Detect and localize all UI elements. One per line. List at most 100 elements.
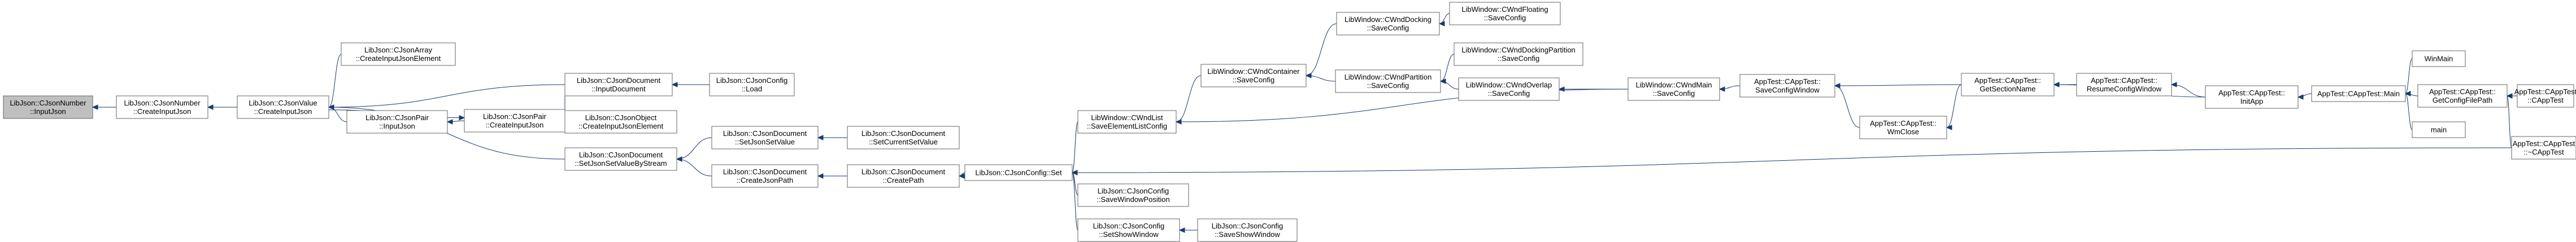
call-edge: [1305, 73, 1336, 82]
node-box: [1628, 77, 1720, 101]
node-box: [1335, 69, 1441, 93]
node-label-line: LibWindow::CWndOverlap: [1466, 81, 1552, 89]
node-label-line: LibJson::CJsonObject: [585, 113, 657, 122]
node-label-line: LibJson::CJsonDocument: [861, 129, 946, 138]
call-edge: [2506, 93, 2513, 148]
node-label-line: ::SetShowWindow: [1099, 230, 1159, 239]
node-label-line: ::CreatePath: [883, 176, 924, 184]
node-label-line: LibJson::CJsonValue: [249, 99, 317, 107]
arrowhead: [207, 104, 214, 110]
function-node-libjson-cjsonpair-createinputjson[interactable]: LibJson::CJsonPair::CreateInputJson: [464, 109, 565, 133]
function-node-apptest-capptest-capptest[interactable]: AppTest::CAppTest::CAppTest: [2514, 84, 2576, 108]
function-node-libjson-cjsondocument-createjsonpath[interactable]: LibJson::CJsonDocument::CreateJsonPath: [711, 164, 819, 188]
call-edge: [1175, 89, 1629, 125]
arrowhead: [817, 173, 824, 179]
function-node-libwindow-cwnddocking-saveconfig[interactable]: LibWindow::CWndDocking::SaveConfig: [1336, 12, 1440, 36]
function-node-libjson-cjsonobject-createinputjsonelement[interactable]: LibJson::CJsonObject::CreateInputJsonEle…: [564, 110, 677, 134]
call-edge: [1175, 75, 1202, 125]
node-label-line: AppTest::CAppTest::Main: [2317, 90, 2400, 98]
call-edge: [1834, 83, 1860, 128]
function-node-apptest-capptest-main[interactable]: AppTest::CAppTest::Main: [2311, 85, 2406, 102]
arrowhead: [328, 104, 334, 110]
function-node-libwindow-cwndoverlap-saveconfig[interactable]: LibWindow::CWndOverlap::SaveConfig: [1458, 77, 1560, 101]
edge-line: [1072, 172, 1078, 231]
function-node-libwindow-cwndmain-saveconfig[interactable]: LibWindow::CWndMain::SaveConfig: [1628, 77, 1720, 101]
node-box: [2417, 84, 2508, 108]
call-edge: [328, 84, 565, 110]
call-edge: [671, 82, 710, 87]
node-label-line: ::SaveConfig: [1653, 89, 1695, 98]
edge-line: [1176, 89, 1629, 122]
node-box: [564, 73, 673, 96]
function-node-libjson-cjsondocument-setcurrentsetvalue[interactable]: LibJson::CJsonDocument::SetCurrentSetVal…: [847, 126, 960, 149]
node-label-line: AppTest::CAppTest::: [1974, 76, 2041, 85]
function-node-libjson-cjsonconfig-set[interactable]: LibJson::CJsonConfig::Set: [964, 164, 1073, 181]
function-node-apptest-capptest-capptest[interactable]: AppTest::CAppTest::~CAppTest: [2511, 136, 2576, 160]
function-node-libjson-cjsonconfig-load[interactable]: LibJson::CJsonConfig::Load: [709, 73, 795, 96]
function-node-libjson-cjsonnumber-inputjson[interactable]: LibJson::CJsonNumber::InputJson: [3, 95, 93, 119]
node-label-line: LibWindow::CWndDockingPartition: [1461, 46, 1576, 54]
function-node-libjson-cjsonconfig-savewindowposition[interactable]: LibJson::CJsonConfig::SaveWindowPosition: [1077, 183, 1189, 207]
function-node-libjson-cjsonconfig-setshowwindow[interactable]: LibJson::CJsonConfig::SetShowWindow: [1077, 218, 1180, 242]
function-node-winmain[interactable]: WinMain: [2412, 50, 2466, 67]
function-node-libwindow-cwndcontainer-saveconfig[interactable]: LibWindow::CWndContainer::SaveConfig: [1200, 64, 1307, 87]
function-node-libjson-cjsondocument-createpath[interactable]: LibJson::CJsonDocument::CreatePath: [847, 164, 960, 188]
node-label-line: InitApp: [2240, 97, 2263, 105]
function-node-libjson-cjsonpair-inputjson[interactable]: LibJson::CJsonPair::InputJson: [346, 110, 448, 134]
node-label-line: LibJson::CJsonPair: [483, 112, 547, 121]
arrowhead: [1946, 125, 1952, 130]
edge-line: [2507, 95, 2512, 148]
node-label-line: AppTest::CAppTest: [2513, 139, 2575, 148]
edge-line: [1072, 147, 2512, 173]
function-node-libwindow-cwndlist-saveelementlistconfig[interactable]: LibWindow::CWndList::SaveElementListConf…: [1077, 110, 1177, 134]
node-label-line: AppTest::CAppTest::: [1870, 119, 1937, 127]
function-node-libwindow-cwndpartition-saveconfig[interactable]: LibWindow::CWndPartition::SaveConfig: [1335, 69, 1441, 93]
call-edge: [1071, 170, 1078, 231]
function-node-apptest-capptest-initapp[interactable]: AppTest::CAppTest::InitApp: [2205, 85, 2299, 109]
node-label-line: ::SaveShowWindow: [1215, 230, 1280, 239]
function-node-apptest-capptest-resumeconfigwindow[interactable]: AppTest::CAppTest::ResumeConfigWindow: [2076, 73, 2172, 96]
node-label-line: AppTest::CAppTest::: [1754, 77, 1821, 86]
node-label-line: LibJson::CJsonPair: [365, 113, 429, 122]
function-node-apptest-capptest-getsectionname[interactable]: AppTest::CAppTest::GetSectionName: [1961, 73, 2055, 96]
node-box: [1859, 116, 1947, 139]
arrowhead: [671, 82, 678, 87]
function-node-libjson-cjsonvalue-createinputjson[interactable]: LibJson::CJsonValue::CreateInputJson: [237, 95, 329, 119]
call-edge: [328, 54, 342, 110]
node-box: [2412, 50, 2466, 67]
function-node-libjson-cjsonconfig-saveshowwindow[interactable]: LibJson::CJsonConfig::SaveShowWindow: [1197, 218, 1298, 242]
node-label-line: LibJson::CJsonConfig: [716, 76, 787, 85]
node-box: [2205, 85, 2299, 109]
function-node-apptest-capptest-wmclose[interactable]: AppTest::CAppTest::WmClose: [1859, 116, 1947, 139]
node-label-line: ::CreateInputJson: [486, 121, 544, 129]
function-node-libwindow-cwndfloating-saveconfig[interactable]: LibWindow::CWndFloating::SaveConfig: [1449, 2, 1561, 25]
node-box: [1449, 2, 1561, 25]
function-node-libjson-cjsonnumber-createinputjson[interactable]: LibJson::CJsonNumber::CreateInputJson: [116, 95, 208, 119]
node-label-line: ::~CAppTest: [2523, 148, 2564, 156]
arrowhead: [2053, 82, 2060, 87]
arrowhead: [1305, 73, 1312, 78]
call-edge: [958, 172, 965, 179]
node-label-line: ::SetJsonSetValueByStream: [575, 159, 667, 168]
node-label-line: AppTest::CAppTest::: [2429, 87, 2496, 96]
node-box: [564, 147, 677, 171]
function-node-apptest-capptest-saveconfigwindow[interactable]: AppTest::CAppTest::SaveConfigWindow: [1739, 74, 1835, 98]
function-node-main[interactable]: main: [2412, 121, 2466, 138]
function-node-libjson-cjsondocument-setjsonsetvaluebystream[interactable]: LibJson::CJsonDocument::SetJsonSetValueB…: [564, 147, 677, 171]
node-label-line: LibJson::CJsonDocument: [723, 129, 807, 138]
node-box: [709, 73, 795, 96]
node-label-line: LibJson::CJsonNumber: [10, 99, 86, 107]
function-node-libwindow-cwnddockingpartition-saveconfig[interactable]: LibWindow::CWndDockingPartition::SaveCon…: [1454, 42, 1583, 66]
node-box: [1458, 77, 1560, 101]
node-label-line: ::SaveConfig: [1484, 14, 1526, 22]
node-label-line: ::CreateInputJsonElement: [578, 122, 664, 130]
edge-line: [1834, 84, 1962, 86]
function-node-libjson-cjsondocument-inputdocument[interactable]: LibJson::CJsonDocument::InputDocument: [564, 73, 673, 96]
function-node-libjson-cjsonarray-createinputjsonelement[interactable]: LibJson::CJsonArray::CreateInputJsonElem…: [341, 42, 456, 66]
node-box: [1336, 12, 1440, 36]
function-node-libjson-cjsondocument-setjsonsetvalue[interactable]: LibJson::CJsonDocument::SetJsonSetValue: [711, 126, 819, 149]
call-edge: [1558, 86, 1628, 92]
node-label-line: LibJson::CJsonDocument: [577, 76, 661, 85]
node-label-line: ::CreateInputJson: [133, 107, 192, 116]
function-node-apptest-capptest-getconfigfilepath[interactable]: AppTest::CAppTest::GetConfigFilePath: [2417, 84, 2508, 108]
